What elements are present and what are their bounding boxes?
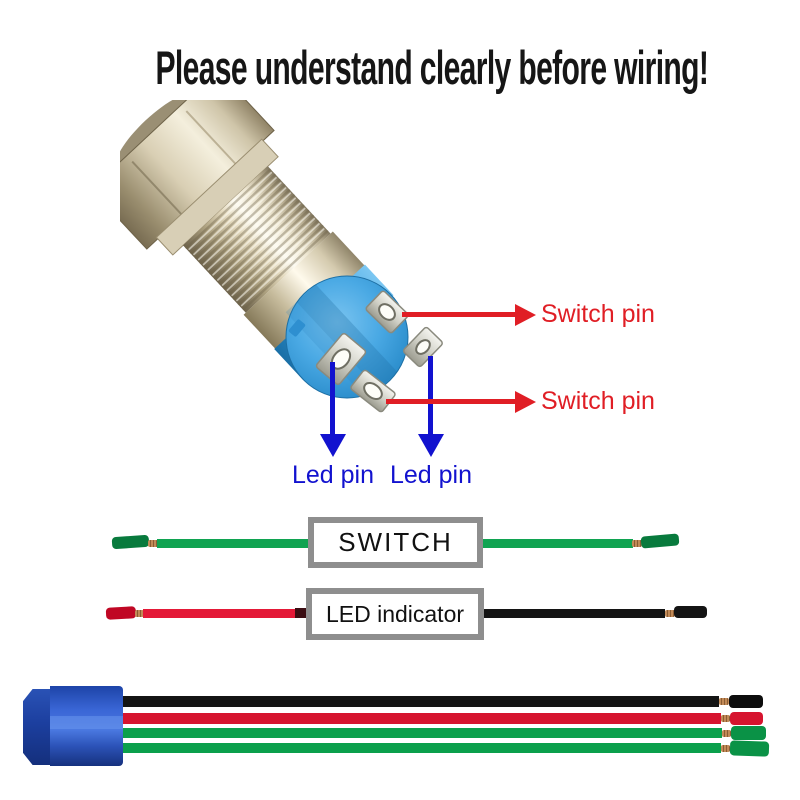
red-wire-dark-stub: [295, 608, 308, 618]
hex-facet-line: [185, 110, 237, 165]
harness-wire-red: [123, 713, 721, 724]
led-pin-label-1: Led pin: [292, 461, 375, 489]
harness-wire-green-1-tip: [731, 726, 766, 740]
led-pin-arrow-head: [418, 434, 444, 457]
red-wire-left: [143, 609, 308, 618]
green-wire-left: [157, 539, 309, 548]
page-title-text: Please understand clearly before wiring!: [155, 41, 709, 94]
black-wire-right: [483, 609, 665, 618]
copper-strands: [632, 540, 642, 547]
harness-wire-red-tip: [730, 712, 763, 725]
harness-connector-cap: [23, 689, 55, 765]
harness-wire-green-2-tip: [729, 740, 770, 757]
terminal-pin-right: [403, 326, 443, 368]
terminal-pin-left: [315, 332, 367, 386]
green-wire-right: [482, 539, 633, 548]
switch-label-box: SWITCH: [308, 517, 483, 568]
switch-pin-label-1: Switch pin: [541, 300, 655, 328]
led-pin-arrow-shaft: [428, 356, 433, 436]
switch-pin-label-2: Switch pin: [541, 387, 655, 415]
led-pin-label-2: Led pin: [390, 461, 473, 489]
terminal-pin-top: [365, 290, 409, 334]
copper-strands: [135, 610, 144, 617]
led-pin-arrow-head: [320, 434, 346, 457]
terminal-pin-bottom: [350, 369, 396, 413]
red-wire-tip-left: [105, 606, 137, 620]
switch-box-label: SWITCH: [338, 527, 453, 557]
led-pin-arrow-shaft: [330, 362, 335, 436]
switch-threaded-barrel: [183, 166, 331, 313]
switch-photo: [120, 100, 443, 413]
harness-wire-black: [123, 696, 719, 707]
harness-wire-green-1: [123, 728, 722, 738]
black-wire-tip-right: [674, 606, 707, 618]
green-wire-tip-left: [111, 534, 150, 550]
harness-wire-black-tip: [729, 695, 763, 708]
copper-strands: [148, 540, 158, 547]
copper-strands: [665, 610, 675, 617]
harness-connector-body: [50, 686, 123, 766]
page-title: Please understand clearly before wiring!: [0, 44, 800, 91]
switch-smooth-collar: [243, 231, 366, 350]
copper-strands: [722, 730, 731, 737]
led-box-label: LED indicator: [325, 600, 465, 627]
copper-strands: [721, 745, 730, 752]
thread-ridges: [185, 168, 329, 311]
hex-facet-line: [131, 160, 183, 215]
switch-hex-head: [120, 100, 275, 250]
switch-pin-arrow-head: [515, 391, 536, 413]
harness-wire-green-2: [123, 743, 721, 753]
switch-pin-arrow-shaft: [402, 312, 515, 317]
led-label-box: LED indicator: [306, 588, 484, 640]
copper-strands: [719, 698, 729, 705]
harness-connector-highlight: [50, 716, 123, 729]
copper-strands: [721, 715, 730, 722]
switch-pin-arrow-head: [515, 304, 536, 326]
base-tab: [288, 319, 306, 337]
switch-pin-arrow-shaft: [386, 399, 515, 404]
green-wire-tip-right: [640, 533, 680, 549]
